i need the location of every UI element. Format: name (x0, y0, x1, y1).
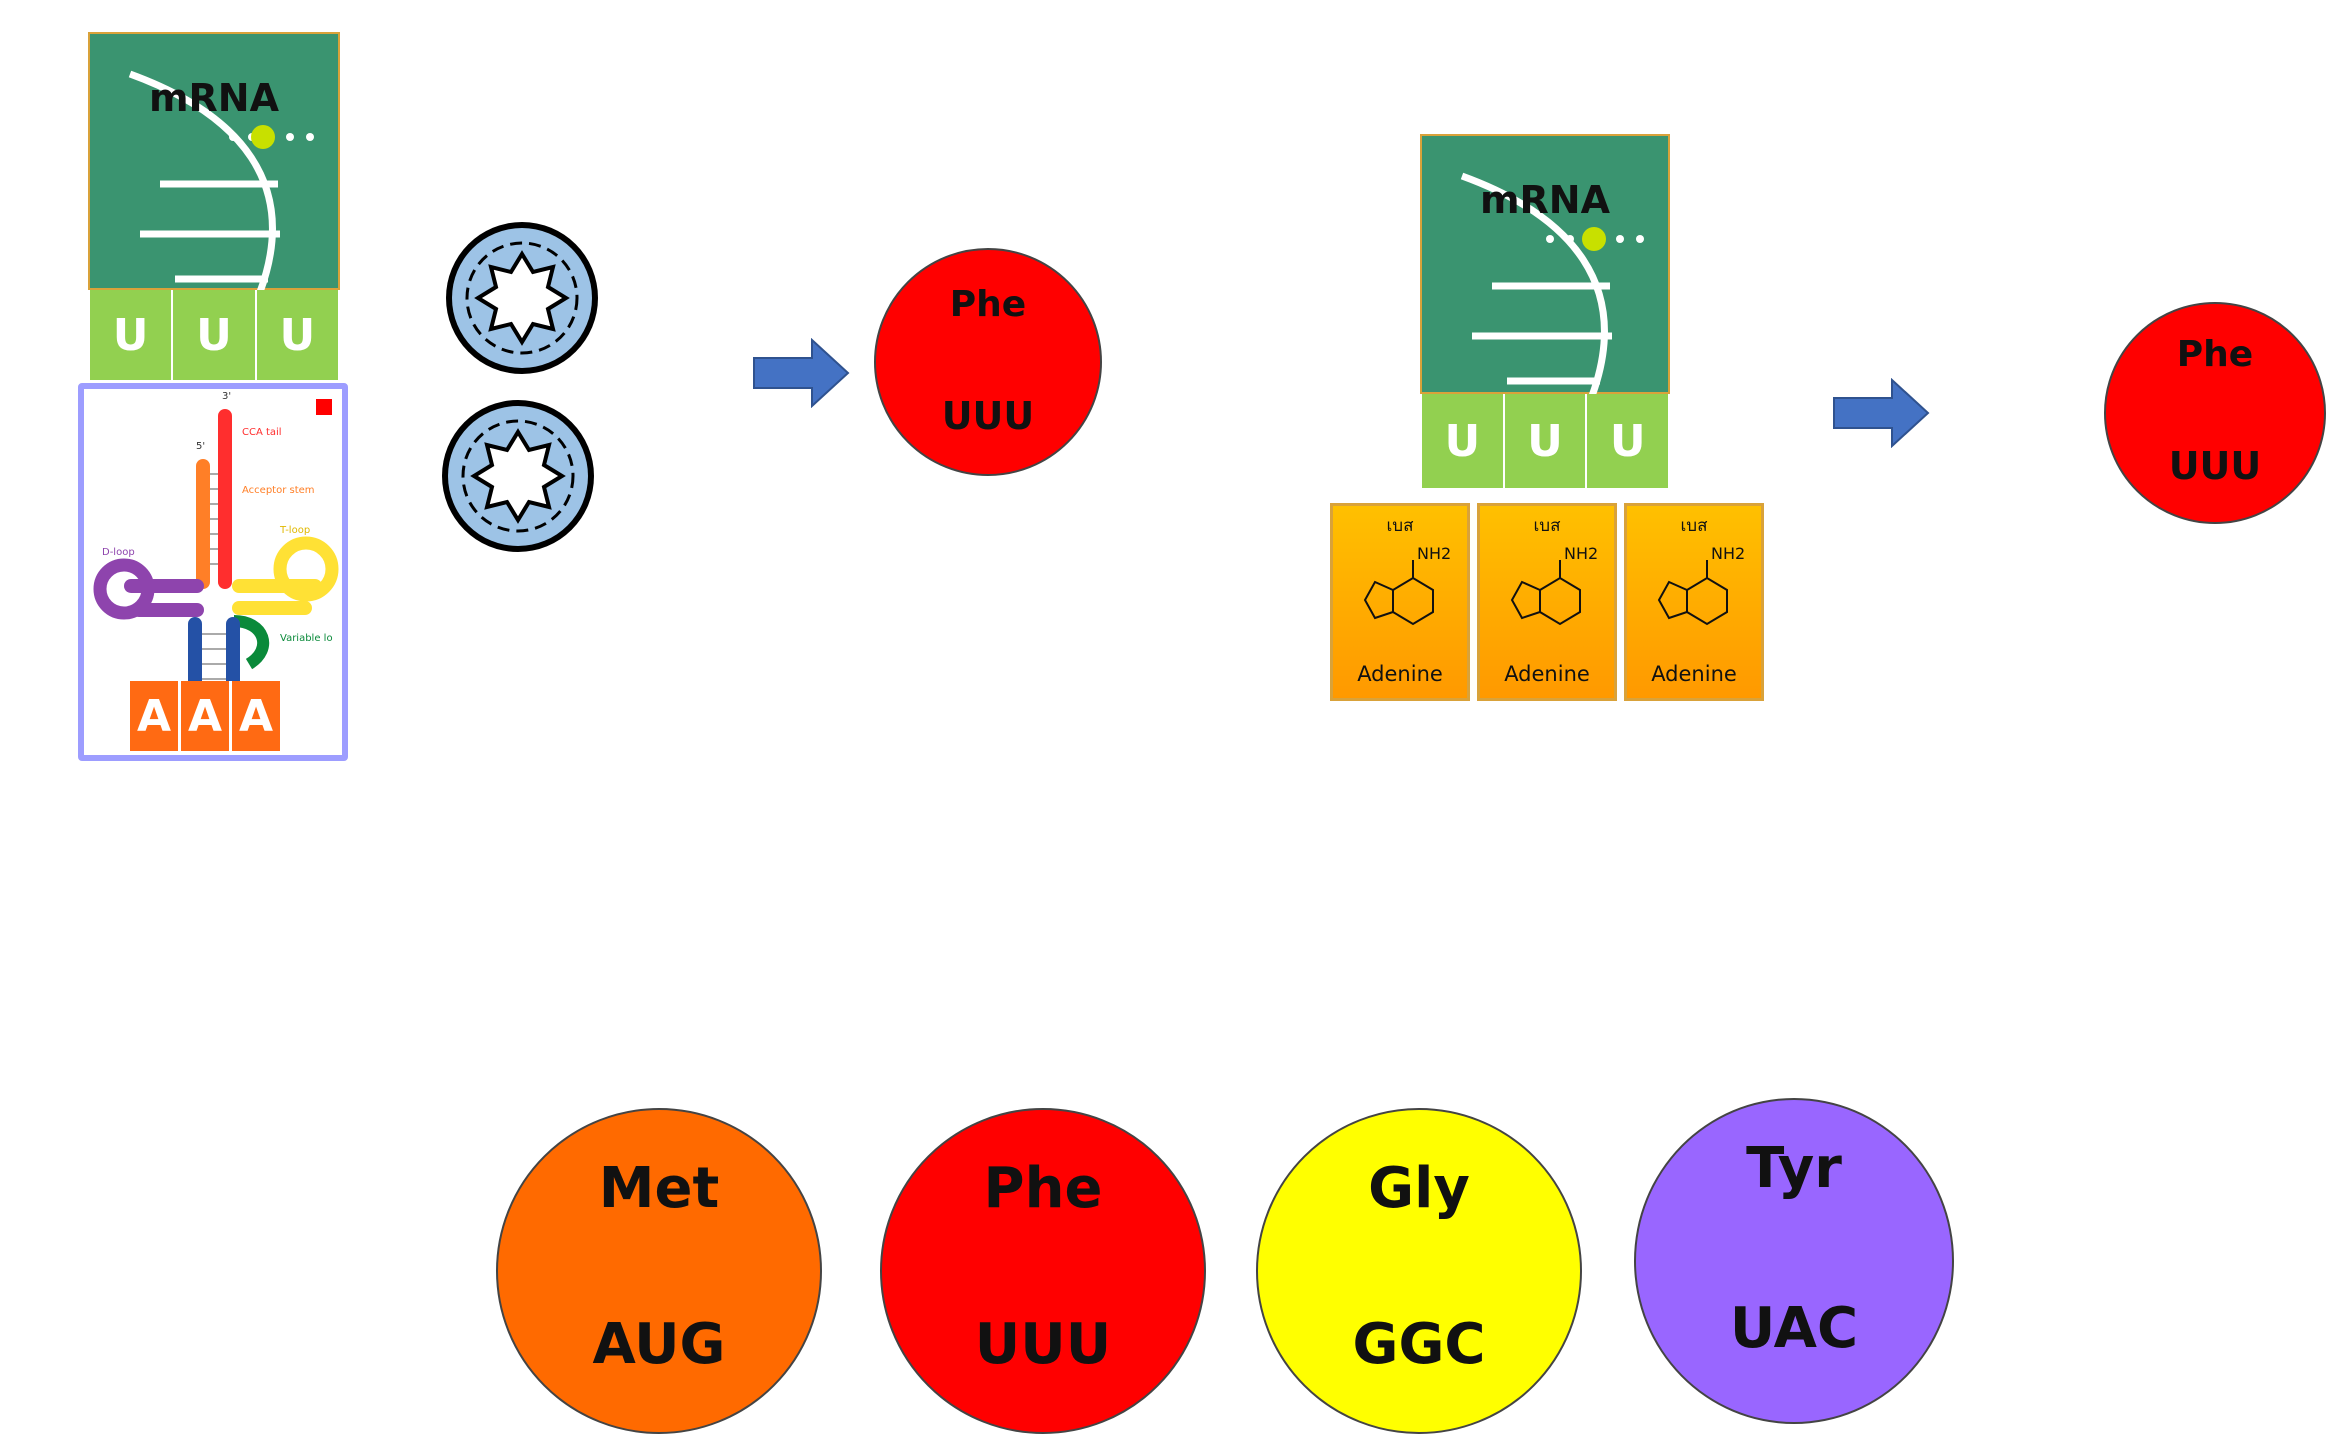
base-title: เบส (1680, 516, 1708, 536)
amino-acid-name: Met (598, 1156, 720, 1221)
helix-icon (1460, 172, 1644, 396)
amino-acid-codon: UUU (2168, 444, 2262, 488)
mrna-title: mRNA (1479, 178, 1611, 222)
anticodon-base: A (181, 681, 232, 751)
amino-acid-codon: AUG (592, 1312, 726, 1377)
mrna-title: mRNA (148, 76, 280, 120)
label-t-loop: T-loop (280, 525, 311, 536)
amino-acid-name: Tyr (1746, 1136, 1842, 1201)
adenine-structure-icon (1510, 560, 1581, 626)
amino-acid-name: Phe (2176, 334, 2254, 375)
amino-acid-met: Met AUG (496, 1108, 822, 1434)
mrna-card-left: mRNA (88, 32, 340, 292)
codon-base: U (1587, 394, 1669, 488)
label-d-loop: D-loop (102, 547, 135, 558)
amino-acid-phe-result: Phe UUU (2104, 302, 2326, 524)
amino-acid-name: Gly (1368, 1156, 1470, 1221)
amino-acid-codon: UAC (1729, 1296, 1859, 1361)
amino-acid-phe-result: Phe UUU (874, 248, 1102, 476)
label-variable-loop: Variable lo (280, 633, 333, 644)
adenine-structure-icon (1657, 560, 1728, 626)
amino-acid-codon: GGC (1352, 1312, 1486, 1377)
adenine-base-card: เบส NH2 Adenine (1330, 503, 1470, 701)
amine-group-label: NH2 (1711, 544, 1746, 563)
adenine-base-card: เบส NH2 Adenine (1477, 503, 1617, 701)
base-name: Adenine (1357, 662, 1443, 686)
codon-base: U (1504, 394, 1588, 488)
ribosome-badge-icon (446, 222, 598, 374)
label-acceptor-stem: Acceptor stem (242, 485, 315, 496)
codon-base: U (90, 290, 174, 380)
helix-icon (128, 70, 314, 292)
ribosome-badge-icon (442, 400, 594, 552)
amino-acid-name: Phe (949, 284, 1027, 325)
amino-acid-codon: UUU (941, 394, 1035, 438)
anticodon-base: A (130, 681, 181, 751)
arrow-right-icon (753, 338, 850, 408)
mrna-card-right: mRNA (1420, 134, 1670, 396)
amino-acid-tyr: Tyr UAC (1634, 1098, 1954, 1424)
label-three-prime: 3' (222, 391, 232, 402)
codon-base: U (256, 290, 338, 380)
base-title: เบส (1386, 516, 1414, 536)
amine-group-label: NH2 (1564, 544, 1599, 563)
amino-acid-name: Phe (983, 1156, 1103, 1221)
adenine-base-card: เบส NH2 Adenine (1624, 503, 1764, 701)
label-cca-tail: CCA tail (242, 427, 282, 438)
adenine-structure-icon (1363, 560, 1434, 626)
codon-base: U (1422, 394, 1505, 488)
arrow-right-icon (1833, 378, 1930, 448)
anticodon-row: A A A (130, 681, 280, 751)
base-name: Adenine (1504, 662, 1590, 686)
label-five-prime: 5' (196, 441, 206, 452)
amine-group-label: NH2 (1417, 544, 1452, 563)
trna-card: 3' 5' CCA tail Acceptor stem T-loop D-lo… (78, 383, 348, 761)
base-title: เบส (1533, 516, 1561, 536)
codon-base: U (173, 290, 257, 380)
amino-acid-phe: Phe UUU (880, 1108, 1206, 1434)
amino-acid-codon: UUU (974, 1312, 1112, 1377)
codon-row-right: U U U (1422, 394, 1669, 488)
anticodon-base: A (232, 681, 280, 751)
amino-acid-gly: Gly GGC (1256, 1108, 1582, 1434)
codon-row-left: U U U (90, 290, 338, 380)
base-name: Adenine (1651, 662, 1737, 686)
